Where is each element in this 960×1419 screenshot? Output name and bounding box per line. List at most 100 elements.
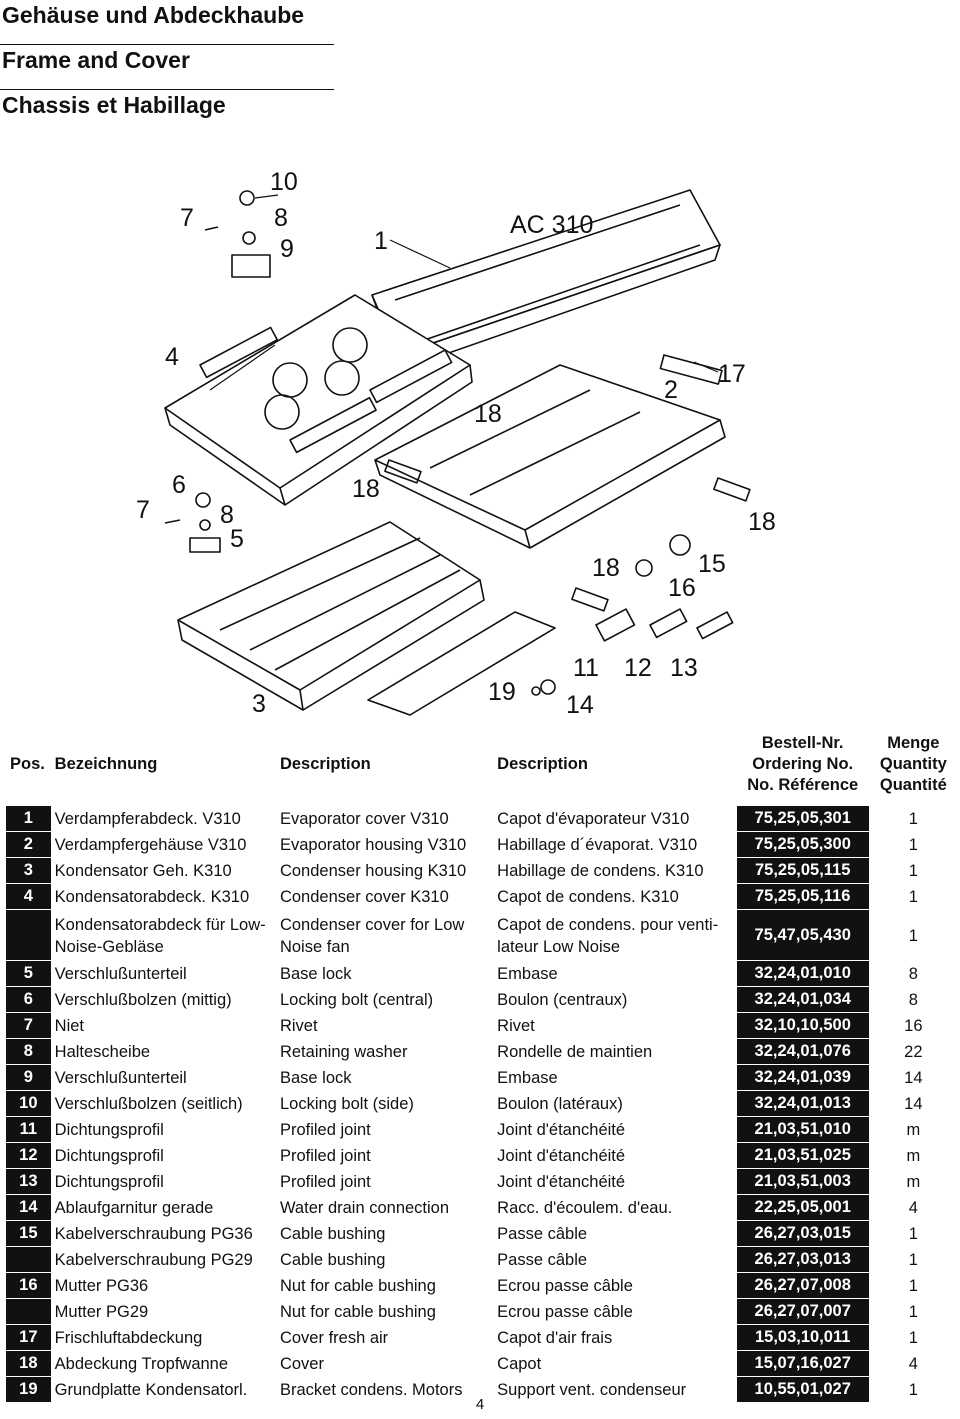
- row-english: Profiled joint: [279, 1146, 371, 1165]
- table-row: 14 Ablaufgarnitur gerade Water drain con…: [6, 1195, 958, 1221]
- row-german: Kondensatorabdeck. K310: [54, 887, 250, 906]
- row-english: Water drain connection: [279, 1198, 450, 1217]
- row-order-number: 22,25,05,001: [736, 1195, 869, 1221]
- row-pos: 19: [6, 1377, 51, 1403]
- row-quantity: m: [906, 1146, 921, 1165]
- row-french: Capot d'évaporateur V310: [497, 809, 690, 828]
- row-german: Verschlußbolzen (mittig): [54, 990, 232, 1009]
- table-row: 3 Kondensator Geh. K310 Condenser housin…: [6, 858, 958, 884]
- table-row: 11 Dichtungsprofil Profiled joint Joint …: [6, 1117, 958, 1143]
- row-english: Base lock: [279, 1068, 352, 1087]
- row-french: Capot de condens. K310: [497, 887, 679, 906]
- header-description-fr: Description: [497, 754, 588, 773]
- row-french: Joint d'étanchéité: [497, 1172, 626, 1191]
- callout-18: 18: [352, 475, 380, 503]
- condenser-housing-drawing: [177, 521, 485, 711]
- row-pos: 13: [6, 1169, 51, 1195]
- row-pos: 5: [6, 961, 51, 987]
- callout-19: 19: [488, 678, 516, 706]
- condenser-cover-drawing: [164, 294, 473, 506]
- callout-9: 9: [280, 235, 294, 263]
- row-german: Verdampferabdeck. V310: [54, 809, 241, 828]
- row-quantity: 14: [904, 1094, 923, 1113]
- callout-7: 7: [136, 496, 150, 524]
- row-german: Kabelverschraubung PG36: [54, 1224, 253, 1243]
- parts-table: Pos. Bezeichnung Description Description…: [6, 728, 958, 1403]
- evaporator-cover-drawing: [371, 189, 721, 371]
- row-english: Evaporator housing V310: [279, 835, 467, 854]
- header-quantity: Menge Quantity Quantité: [879, 733, 947, 794]
- row-pos: 10: [6, 1091, 51, 1117]
- exploded-view-drawing: 10 7 8 9 1 AC 310 4 17 2 18 7 6 8 5 18 1…: [136, 168, 776, 719]
- callout-4: 4: [165, 343, 179, 371]
- title-french: Chassis et Habillage: [2, 92, 226, 118]
- row-order-number: 32,24,01,010: [736, 961, 869, 987]
- row-order-number: 21,03,51,010: [736, 1117, 869, 1143]
- row-order-number: 26,27,07,008: [736, 1273, 869, 1299]
- callout-6: 6: [172, 471, 186, 499]
- row-order-number: 32,10,10,500: [736, 1013, 869, 1039]
- row-german: Verschlußbolzen (seitlich): [54, 1094, 243, 1113]
- table-row: 7 Niet Rivet Rivet 32,10,10,500 16: [6, 1013, 958, 1039]
- row-pos: 17: [6, 1325, 51, 1351]
- row-quantity: 1: [908, 1250, 918, 1269]
- row-quantity: 1: [908, 809, 918, 828]
- table-row: 16 Mutter PG36 Nut for cable bushing Ecr…: [6, 1273, 958, 1299]
- table-row: 4 Kondensatorabdeck. K310 Condenser cove…: [6, 884, 958, 910]
- row-english: Locking bolt (side): [279, 1094, 414, 1113]
- row-pos: 7: [6, 1013, 51, 1039]
- row-english: Nut for cable bushing: [279, 1276, 436, 1295]
- row-english: Rivet: [279, 1016, 318, 1035]
- row-quantity: 4: [908, 1198, 918, 1217]
- callout-11: 11: [573, 654, 599, 682]
- row-order-number: 32,24,01,076: [736, 1039, 869, 1065]
- row-german: Grundplatte Kondensatorl.: [54, 1380, 248, 1399]
- row-order-number: 26,27,03,013: [736, 1247, 869, 1273]
- table-row: 17 Frischluftabdeckung Cover fresh air C…: [6, 1325, 958, 1351]
- row-order-number: 15,03,10,011: [736, 1325, 869, 1351]
- table-header-row: Pos. Bezeichnung Description Description…: [6, 728, 958, 800]
- table-row: Kabelverschraubung PG29 Cable bushing Pa…: [6, 1247, 958, 1273]
- bracket-plate-drawing: [367, 611, 556, 716]
- row-english: Retaining washer: [279, 1042, 408, 1061]
- row-german: Verdampfergehäuse V310: [54, 835, 247, 854]
- row-german: Verschlußunterteil: [54, 964, 187, 983]
- row-english: Locking bolt (central): [279, 990, 434, 1009]
- row-french: Boulon (latéraux): [497, 1094, 623, 1113]
- row-french: Boulon (centraux): [497, 990, 628, 1009]
- row-english: Base lock: [279, 964, 352, 983]
- table-row: 9 Verschlußunterteil Base lock Embase 32…: [6, 1065, 958, 1091]
- row-french: Passe câble: [497, 1224, 588, 1243]
- row-quantity: 1: [908, 1328, 918, 1347]
- table-row: 1 Verdampferabdeck. V310 Evaporator cove…: [6, 806, 958, 832]
- row-quantity: 8: [908, 964, 918, 983]
- row-quantity: m: [906, 1120, 921, 1139]
- row-pos: 16: [6, 1273, 51, 1299]
- row-order-number: 75,47,05,430: [736, 910, 869, 961]
- table-row: 6 Verschlußbolzen (mittig) Locking bolt …: [6, 987, 958, 1013]
- row-order-number: 32,24,01,034: [736, 987, 869, 1013]
- row-pos: 11: [6, 1117, 51, 1143]
- row-german: Dichtungsprofil: [54, 1146, 164, 1165]
- row-pos: [6, 1247, 51, 1273]
- row-quantity: m: [906, 1172, 921, 1191]
- row-quantity: 1: [908, 1302, 918, 1321]
- table-row: 13 Dichtungsprofil Profiled joint Joint …: [6, 1169, 958, 1195]
- row-quantity: 8: [908, 990, 918, 1009]
- callout-3: 3: [252, 690, 266, 718]
- row-english: Bracket condens. Motors: [279, 1380, 463, 1399]
- table-row: 5 Verschlußunterteil Base lock Embase 32…: [6, 961, 958, 987]
- row-english: Condenser cover for Low Noise fan: [279, 915, 465, 956]
- callout-10: 10: [270, 168, 298, 196]
- row-quantity: 1: [908, 1380, 918, 1399]
- callout-16: 16: [668, 574, 696, 602]
- row-order-number: 32,24,01,039: [736, 1065, 869, 1091]
- row-quantity: 16: [904, 1016, 923, 1035]
- row-quantity: 1: [908, 1276, 918, 1295]
- callout-8: 8: [274, 204, 288, 232]
- row-english: Condenser cover K310: [279, 887, 449, 906]
- row-english: Condenser housing K310: [279, 861, 467, 880]
- row-quantity: 4: [908, 1354, 918, 1373]
- row-german: Kondensatorabdeck für Low-Noise-Gebläse: [54, 915, 266, 956]
- callout-18: 18: [592, 554, 620, 582]
